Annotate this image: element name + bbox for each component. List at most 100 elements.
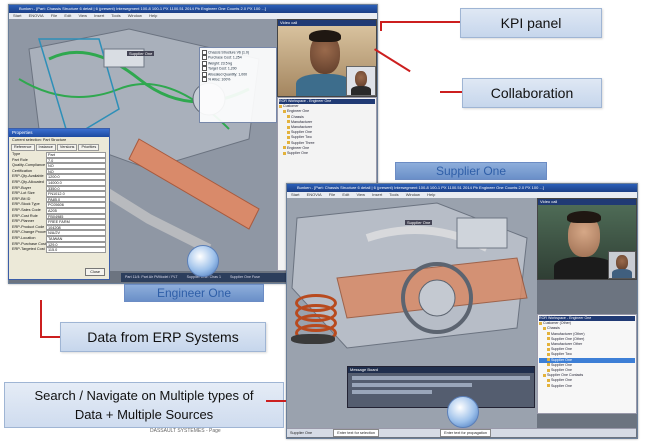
- menu-item[interactable]: View: [78, 13, 88, 18]
- menu-item[interactable]: Edit: [64, 13, 72, 18]
- erp-connector-line: [40, 300, 42, 336]
- navigation-compass-knob[interactable]: [187, 245, 219, 277]
- tree-item[interactable]: Customer: [279, 104, 375, 109]
- property-value[interactable]: 14000.0: [46, 179, 106, 186]
- kpi-row: Purchase Cost: 1,254: [202, 55, 274, 61]
- property-value[interactable]: 3350.0: [46, 185, 106, 192]
- erp-connector-line: [40, 336, 60, 338]
- tree-item[interactable]: Supplier One Contacts: [539, 373, 635, 378]
- tree-title: ROR Workspace - Engineer One: [279, 99, 375, 105]
- property-value[interactable]: TAIWAN: [46, 235, 106, 242]
- tree-item[interactable]: Supplier One: [279, 130, 375, 135]
- property-value[interactable]: 1200.0: [46, 174, 106, 180]
- property-value[interactable]: NO: [46, 168, 106, 175]
- tree-item[interactable]: Customer (Other): [539, 321, 635, 326]
- checkbox-icon[interactable]: [202, 71, 207, 77]
- property-value[interactable]: NO: [46, 163, 106, 169]
- engineer-one-window: Bunken - [Part: Chassis Structure 6 deta…: [8, 4, 378, 284]
- tree-item[interactable]: Supplier One (Other): [539, 337, 635, 342]
- property-value[interactable]: FN1012.0: [46, 191, 106, 197]
- menu-item[interactable]: Start: [13, 13, 22, 18]
- property-value[interactable]: 115.0: [46, 247, 106, 253]
- tree-item[interactable]: Supplier One: [539, 384, 635, 389]
- menu-item[interactable]: Tools: [111, 13, 121, 18]
- tree-item[interactable]: Supplier One: [539, 378, 635, 383]
- tree-item[interactable]: Supplier One: [539, 357, 635, 363]
- menu-item[interactable]: Help: [427, 192, 436, 197]
- property-value[interactable]: N/A/2V: [46, 230, 106, 236]
- menu-item[interactable]: Edit: [342, 192, 350, 197]
- tree-item[interactable]: Supplier Two: [539, 352, 635, 357]
- checkbox-icon[interactable]: [202, 60, 207, 66]
- menu-item[interactable]: Window: [405, 192, 420, 197]
- property-value[interactable]: A205: [46, 207, 106, 214]
- menu-item[interactable]: Window: [127, 13, 142, 18]
- kpi-panel-callout: KPI panel: [460, 8, 602, 38]
- property-value[interactable]: Part: [46, 152, 106, 158]
- bottom-tab[interactable]: Part 11/4: Part Air Pt/Model / PLT: [125, 275, 178, 279]
- propagation-search-input[interactable]: Enter text for propagation: [440, 429, 491, 437]
- checkbox-icon[interactable]: [202, 77, 207, 83]
- workspace-tree[interactable]: ROR Workspace - Engineer One Customer (O…: [537, 314, 637, 414]
- folder-icon: [547, 352, 550, 356]
- checkbox-icon[interactable]: [202, 66, 207, 72]
- video-call-title: Video call: [538, 199, 636, 205]
- property-key: ERP-Qty-Available: [12, 174, 44, 179]
- tree-item[interactable]: Manufacturer: [279, 125, 375, 130]
- menu-item[interactable]: Tools: [389, 192, 399, 197]
- checkbox-icon[interactable]: [202, 50, 207, 55]
- kpi-panel[interactable]: Chassis Structure V6 (1.0) Purchase Cost…: [199, 47, 277, 123]
- menu-bar: Start ENOVIA File Edit View Insert Tools…: [9, 13, 377, 19]
- property-value[interactable]: 129.0: [46, 241, 106, 248]
- tree-item[interactable]: Chassis: [539, 326, 635, 331]
- menu-item[interactable]: File: [50, 13, 58, 18]
- menu-item[interactable]: Insert: [94, 13, 105, 18]
- tab-versions[interactable]: Versions: [56, 144, 78, 151]
- property-value[interactable]: FREE FARM: [46, 219, 106, 225]
- menu-item[interactable]: Start: [291, 192, 300, 197]
- properties-dialog: Properties Current selection: Part Struc…: [8, 128, 110, 280]
- tree-item[interactable]: Supplier Two: [279, 135, 375, 140]
- tab-priorities[interactable]: Priorities: [78, 144, 100, 151]
- navigation-compass-knob[interactable]: [447, 396, 479, 428]
- property-value[interactable]: PA85.0: [46, 196, 106, 203]
- property-value[interactable]: 104208: [46, 224, 106, 231]
- property-value[interactable]: 7.0: [46, 157, 106, 164]
- tree-item[interactable]: Manufacturer Other: [539, 342, 635, 347]
- property-key: ERP-Sales Code: [12, 207, 41, 212]
- bottom-tab[interactable]: Supplier One Fuse: [229, 275, 260, 279]
- checkbox-icon[interactable]: [202, 55, 207, 61]
- tree-item[interactable]: Supplier One: [539, 368, 635, 373]
- tree-item[interactable]: Supplier One: [539, 363, 635, 368]
- message-board[interactable]: Message Board: [347, 366, 535, 408]
- property-value[interactable]: FB04985: [46, 213, 106, 220]
- tree-item[interactable]: Supplier Three: [279, 141, 375, 146]
- tab-reference[interactable]: Reference: [11, 144, 35, 151]
- menu-item[interactable]: File: [328, 192, 336, 197]
- tree-item[interactable]: Supplier One: [539, 347, 635, 352]
- 3d-viewport[interactable]: Chassis Structure V6 (1.0) Purchase Cost…: [9, 19, 277, 271]
- folder-icon: [547, 342, 550, 346]
- tree-item[interactable]: Manufacturer: [279, 120, 375, 125]
- tab-instance[interactable]: Instance: [35, 144, 56, 151]
- tree-item[interactable]: Engineer One: [279, 109, 375, 114]
- tree-item[interactable]: Chassis: [279, 115, 375, 120]
- tree-item[interactable]: Engineer One: [279, 146, 375, 151]
- close-button[interactable]: Close: [85, 268, 105, 276]
- menu-item[interactable]: Help: [149, 13, 158, 18]
- property-value[interactable]: PC05606: [46, 202, 106, 208]
- 3d-viewport[interactable]: Supplier One Message Board: [287, 198, 537, 430]
- supplier-one-tag: Supplier One: [127, 51, 155, 56]
- menu-item[interactable]: Insert: [372, 192, 383, 197]
- tree-item[interactable]: Supplier One: [279, 151, 375, 156]
- menu-item[interactable]: ENOVIA: [306, 192, 322, 197]
- bottom-tab[interactable]: Supplier One: Chas 1: [186, 275, 221, 279]
- menu-item[interactable]: View: [356, 192, 366, 197]
- tree-item[interactable]: Manufacturer (Other): [539, 332, 635, 337]
- menu-item[interactable]: ENOVIA: [28, 13, 44, 18]
- window-title-bar: Bunken - [Part: Chassis Structure 6 deta…: [287, 184, 637, 192]
- selection-search-input[interactable]: Enter text for selection: [333, 429, 380, 437]
- property-key: Certification: [12, 168, 33, 173]
- property-row: ERP-Sales Code A205: [12, 207, 106, 214]
